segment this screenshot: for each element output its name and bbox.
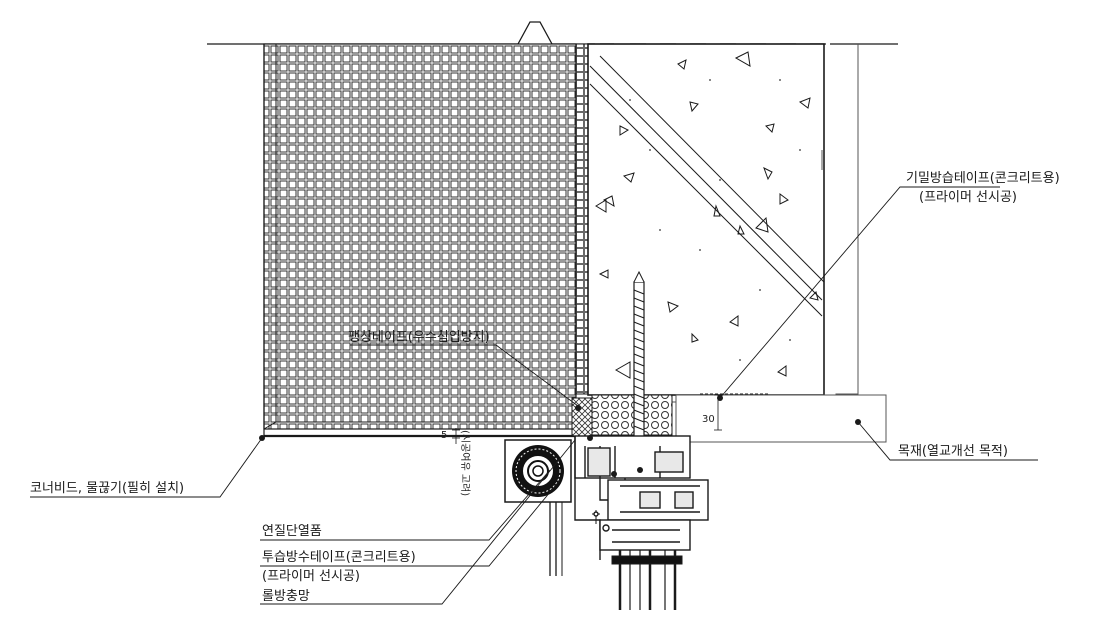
- label-corner-bead: 코너비드, 물끊기(필히 설치): [30, 481, 185, 496]
- brick-strip: [575, 43, 589, 395]
- insulation-mesh: [263, 43, 580, 438]
- label-roll-screen: 롤방충망: [262, 589, 310, 604]
- label-breathable-tape: 투습방수테이프(콘크리트용): [262, 550, 416, 565]
- label-soft-foam: 연질단열폼: [262, 524, 322, 539]
- dimension-5-text: 5: [441, 430, 448, 441]
- label-airtight-tape: 기밀방습테이프(콘크리트용): [906, 171, 1060, 186]
- dimension-30-text: 30: [702, 414, 715, 425]
- label-vertical-note: (시공여유 고려): [459, 430, 470, 497]
- label-wood: 목재(열교개선 목적): [898, 444, 1008, 459]
- leader-lines: [30, 186, 1038, 605]
- dimension-30-mark: [714, 394, 722, 431]
- window-frame-profile: [574, 435, 709, 610]
- concrete-block: [587, 43, 825, 397]
- label-airtight-tape-primer: (프라이머 선시공): [919, 190, 1017, 205]
- wood-block: [675, 394, 887, 443]
- dimension-5-mark: [452, 428, 460, 444]
- label-expansion-tape: 팽창테이프(우수침입방지): [348, 330, 490, 345]
- label-breathable-tape-primer: (프라이머 선시공): [262, 569, 360, 584]
- roll-screen-box: [504, 439, 572, 576]
- foam-strip: [591, 394, 673, 436]
- top-wall-line: [207, 21, 898, 45]
- leader-dots: [259, 395, 861, 477]
